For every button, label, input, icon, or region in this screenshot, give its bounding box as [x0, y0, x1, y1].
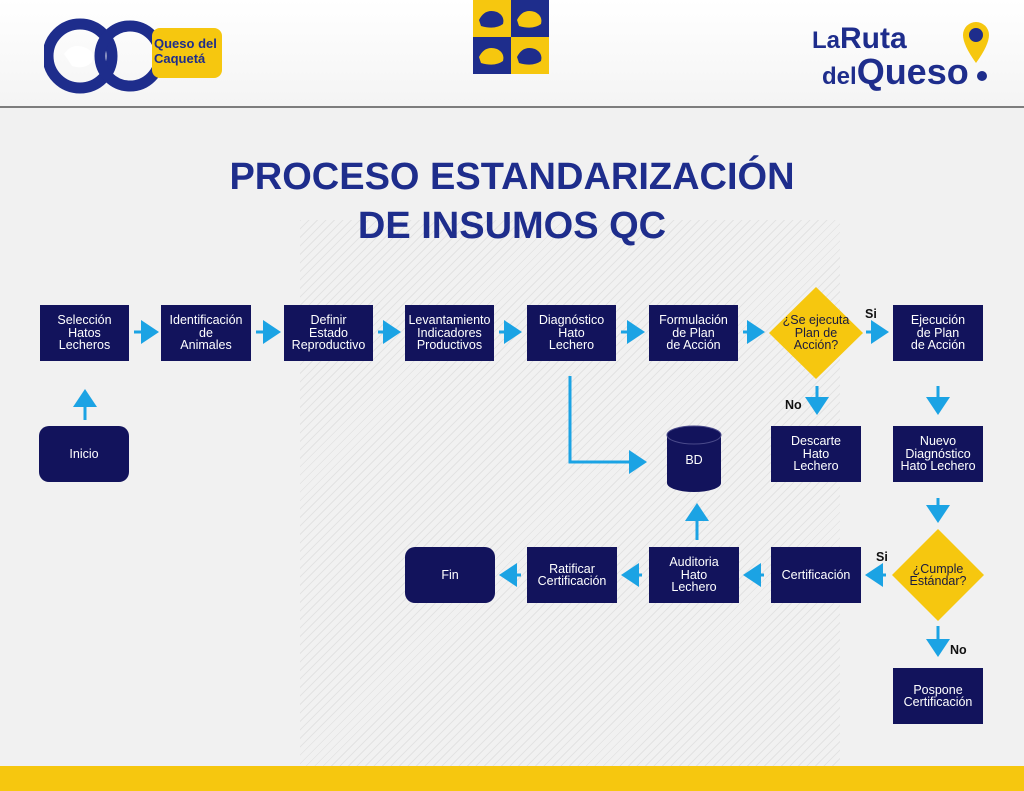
ruta-logo-queso: Queso: [856, 51, 969, 92]
node-descarte-hato[interactable]: Descarte Hato Lechero: [771, 426, 861, 482]
arrow-diagnostico-bd: [568, 376, 647, 474]
ruta-logo-la: La: [812, 27, 841, 54]
node-nuevo-diagnostico[interactable]: Nuevo Diagnóstico Hato Lechero: [893, 426, 983, 482]
qc-logo-text: Queso del Caquetá: [154, 36, 217, 66]
label-no-ejecuta: No: [785, 398, 802, 412]
node-identificacion-animales[interactable]: Identificación de Animales: [161, 305, 251, 361]
title-line-1: PROCESO ESTANDARIZACIÓN: [229, 156, 795, 198]
node-levantamiento-indicadores[interactable]: Levantamiento Indicadores Productivos: [405, 305, 494, 361]
decision-cumple-text: ¿Cumple Estándar?: [909, 561, 967, 588]
cow-quadrant-icon: [473, 0, 549, 74]
title-line-2: DE INSUMOS QC: [357, 205, 667, 247]
diamond-shape: [769, 287, 863, 379]
label-no-cumple: No: [950, 643, 967, 657]
queso-del-caqueta-logo: Queso del Caquetá: [42, 18, 229, 101]
decision-se-ejecuta[interactable]: ¿Se ejecuta Plan de Acción?: [768, 286, 864, 380]
node-ratificar-certificacion[interactable]: Ratificar Certificación: [527, 547, 617, 603]
diamond-shape: [892, 529, 984, 621]
node-bd-label: BD: [685, 453, 703, 467]
node-bd-database[interactable]: BD: [666, 425, 722, 493]
footer-bar: [0, 766, 1024, 791]
label-si-ejecuta: Si: [865, 307, 877, 321]
decision-cumple-estandar[interactable]: ¿Cumple Estándar?: [891, 528, 985, 622]
node-inicio[interactable]: Inicio: [39, 426, 129, 482]
ruta-logo-ruta: Ruta: [840, 22, 907, 55]
node-pospone-certificacion[interactable]: Pospone Certificación: [893, 668, 983, 724]
qc-emblem-icon: [42, 18, 222, 94]
map-pin-icon: [963, 22, 989, 81]
node-formulacion-plan[interactable]: Formulación de Plan de Acción: [649, 305, 738, 361]
node-seleccion-hatos[interactable]: Selección Hatos Lecheros: [40, 305, 129, 361]
node-definir-estado[interactable]: Definir Estado Reproductivo: [284, 305, 373, 361]
node-certificacion[interactable]: Certificación: [771, 547, 861, 603]
node-diagnostico-hato[interactable]: Diagnóstico Hato Lechero: [527, 305, 616, 361]
la-ruta-del-queso-logo: LaRuta delQueso: [812, 22, 989, 92]
node-ejecucion-plan[interactable]: Ejecución de Plan de Acción: [893, 305, 983, 361]
node-fin[interactable]: Fin: [405, 547, 495, 603]
ruta-logo-del: del: [822, 63, 857, 90]
decision-se-ejecuta-text: ¿Se ejecuta Plan de Acción?: [782, 313, 850, 353]
label-si-cumple: Si: [876, 550, 888, 564]
node-auditoria-hato[interactable]: Auditoria Hato Lechero: [649, 547, 739, 603]
cow-emblem-logo: [473, 0, 549, 74]
database-icon: [666, 425, 722, 492]
